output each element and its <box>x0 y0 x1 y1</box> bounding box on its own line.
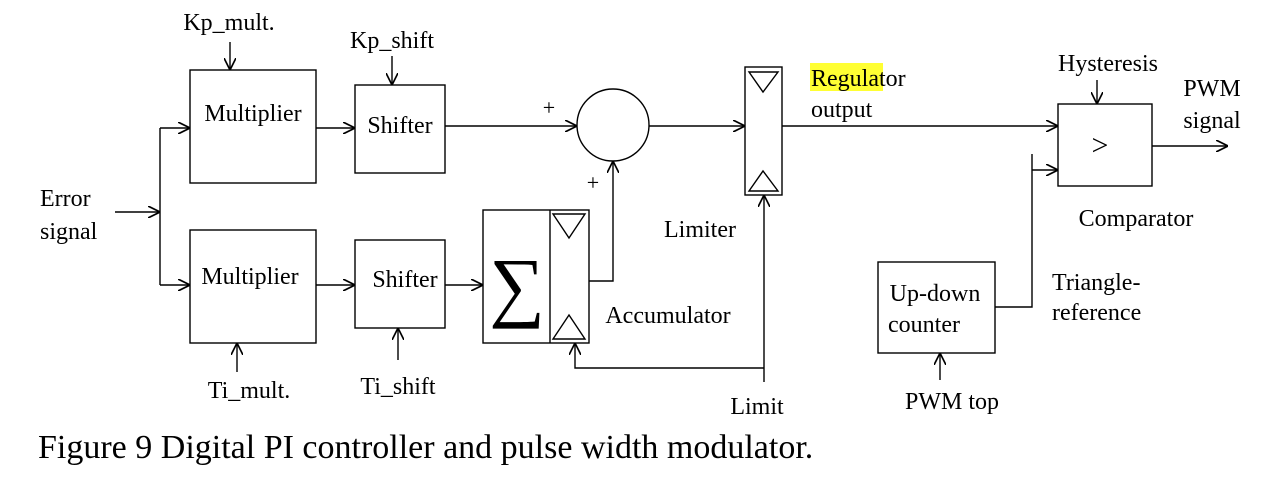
shifter-top-block <box>354 84 446 174</box>
comparator-symbol: > <box>1092 129 1109 162</box>
multiplier-bottom-block <box>189 229 317 344</box>
multiplier-bottom-label: Multiplier <box>201 264 298 290</box>
updown-counter-line2: counter <box>888 312 960 338</box>
hysteresis-label: Hysteresis <box>1058 51 1158 77</box>
ti-shift-label: Ti_shift <box>360 374 435 400</box>
multiplier-top-label: Multiplier <box>204 101 301 127</box>
limiter-block <box>744 66 783 196</box>
sum-symbol: ∑ <box>489 242 545 329</box>
regulator-output-label-line2: output <box>811 97 873 123</box>
limiter-label: Limiter <box>664 217 736 243</box>
shifter-bottom-block <box>354 239 446 329</box>
updown-counter-block <box>877 261 996 354</box>
regulator-highlight <box>810 63 883 91</box>
summing-junction <box>576 88 650 162</box>
figure-caption: Figure 9 Digital PI controller and pulse… <box>38 429 813 466</box>
updown-counter-line1: Up-down <box>890 281 981 307</box>
triangle-reference-wire <box>995 154 1033 308</box>
kp-shift-label: Kp_shift <box>350 28 434 54</box>
pwm-top-label: PWM top <box>905 389 999 415</box>
limit-to-accum-wire <box>575 343 764 369</box>
triangle-reference-label-line2: reference <box>1052 300 1141 326</box>
kp-mult-label: Kp_mult. <box>183 10 274 36</box>
accum-to-sum-wire <box>589 161 613 282</box>
shifter-bottom-label: Shifter <box>372 267 437 293</box>
comparator-block <box>1057 103 1153 187</box>
plus-sign-bottom: + <box>587 170 599 195</box>
shifter-top-label: Shifter <box>367 113 432 139</box>
limit-label: Limit <box>730 394 784 420</box>
plus-sign-top: + <box>543 95 555 120</box>
pwm-signal-label-line1: PWM <box>1183 76 1240 102</box>
error-signal-label-line2: signal <box>40 219 98 245</box>
pwm-signal-label-line2: signal <box>1183 108 1241 134</box>
ti-mult-label: Ti_mult. <box>208 378 291 404</box>
triangle-reference-label-line1: Triangle- <box>1052 270 1140 296</box>
accumulator-label: Accumulator <box>605 303 730 329</box>
error-signal-label-line1: Error <box>40 186 91 212</box>
comparator-label: Comparator <box>1079 206 1194 232</box>
accumulator-block <box>482 209 590 344</box>
regulator-output-label-line1: Regulator <box>811 66 906 92</box>
multiplier-top-block <box>189 69 317 184</box>
